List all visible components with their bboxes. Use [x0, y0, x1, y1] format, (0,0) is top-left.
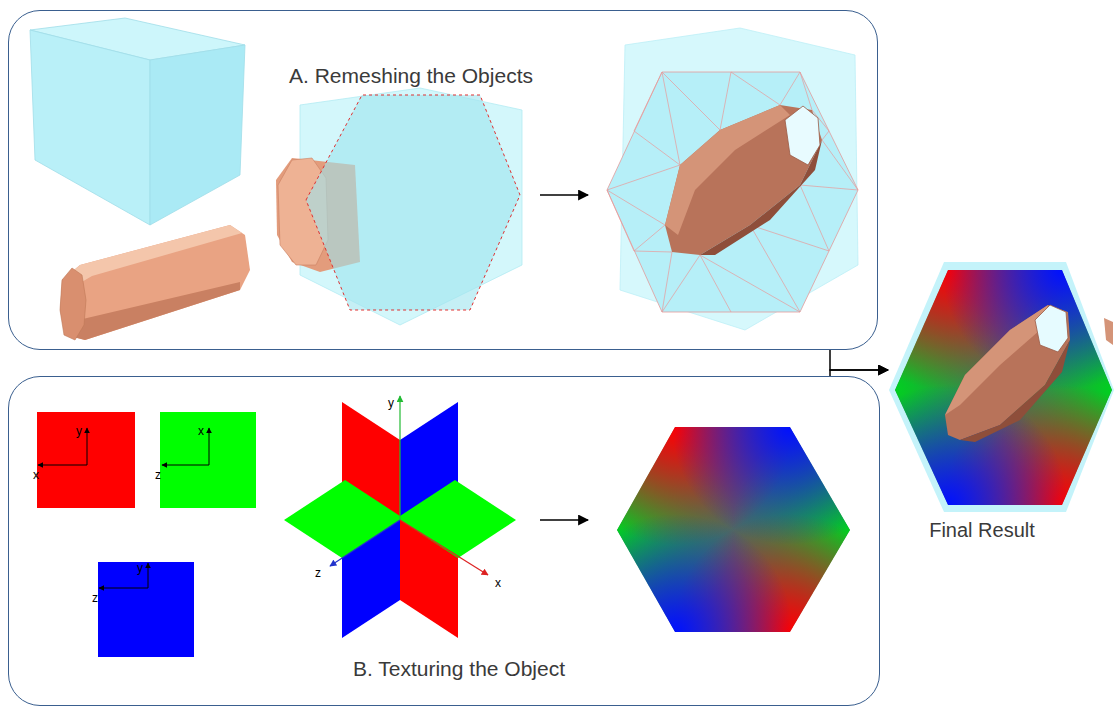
step-arrow	[540, 519, 588, 521]
projection-planes	[342, 520, 400, 638]
section-figure	[276, 88, 522, 325]
remeshed-figure	[750, 225, 829, 251]
axis-arrow	[209, 428, 210, 465]
axis-arrow	[38, 428, 209, 588]
remeshed-figure	[822, 140, 858, 190]
axis-arrow	[162, 465, 209, 466]
projection-planes	[342, 402, 400, 516]
textured-hexagon	[499, 309, 968, 711]
section-figure	[300, 88, 522, 325]
axis-arrow	[38, 465, 87, 466]
axis-arrow	[330, 396, 488, 575]
projection-planes	[400, 402, 458, 516]
cylinder-figure	[60, 225, 250, 340]
remeshed-figure	[665, 105, 822, 255]
remeshed-figure	[607, 28, 858, 330]
cylinder-figure	[62, 225, 242, 290]
axis-label: z	[155, 469, 161, 482]
cylinder-figure	[60, 268, 86, 340]
axis-arrow	[400, 520, 488, 575]
axis-label: x	[33, 469, 39, 482]
remeshed-figure	[634, 251, 672, 252]
remeshed-figure	[785, 106, 820, 165]
axis-arrow	[330, 520, 400, 566]
axis-label: x	[495, 577, 501, 590]
texture-square	[37, 412, 256, 657]
result-figure	[960, 340, 1070, 442]
remeshed-figure	[731, 72, 780, 105]
texture-square	[37, 412, 135, 508]
panel-heading: A. Remeshing the Objects	[289, 63, 533, 88]
result-figure	[1035, 305, 1068, 352]
axis-label: y	[76, 425, 82, 438]
panel-heading: B. Texturing the Object	[353, 656, 565, 681]
texture-square	[98, 562, 194, 657]
remeshed-figure	[607, 190, 665, 225]
remeshed-figure	[607, 190, 634, 251]
panel-box: B. Texturing the Object	[8, 376, 880, 706]
axis-label: y	[137, 562, 143, 575]
remeshed-figure	[720, 72, 731, 130]
cylinder-figure	[66, 282, 240, 340]
axis-label: z	[315, 567, 321, 580]
remeshed-figure	[607, 72, 858, 312]
remeshed-figure	[800, 72, 812, 110]
remeshed-figure	[662, 72, 680, 165]
remeshed-figure	[662, 255, 700, 312]
axis-label: y	[388, 397, 394, 410]
flow-arrow	[830, 370, 888, 376]
textured-hexagon	[672, 309, 908, 545]
result-figure	[1104, 318, 1113, 345]
cube-figure	[30, 30, 150, 225]
remeshed-figure	[607, 165, 680, 190]
cube-figure	[150, 45, 245, 225]
remeshed-figure	[800, 185, 829, 251]
cube-figure	[30, 18, 245, 225]
result-figure	[945, 305, 1070, 442]
remeshed-figure	[800, 185, 858, 190]
remeshed-figure	[607, 72, 858, 312]
cylinder-figure	[60, 225, 250, 340]
remeshed-figure	[780, 72, 800, 105]
step-arrow	[540, 194, 588, 196]
textured-hexagon	[557, 514, 793, 711]
axis-label: z	[92, 592, 98, 605]
axis-arrow	[399, 396, 400, 520]
axis-arrow	[148, 563, 149, 588]
remeshed-figure	[700, 255, 800, 312]
remeshed-figure	[750, 225, 800, 312]
axis-arrow	[99, 588, 148, 589]
remeshed-figure	[634, 131, 680, 165]
remeshed-figure	[634, 72, 662, 131]
flow-arrow	[830, 350, 888, 370]
axis-arrow	[87, 428, 88, 465]
axis-label: x	[198, 425, 204, 438]
section-figure	[306, 95, 520, 310]
remeshed-figure	[662, 72, 720, 130]
remeshed-figure	[634, 225, 665, 251]
panel-box: A. Remeshing the Objects	[8, 10, 878, 350]
remeshed-figure	[822, 131, 829, 140]
texture-square	[160, 412, 256, 508]
remeshed-figure	[662, 252, 672, 312]
remeshed-figure	[700, 255, 731, 312]
result-box: Final Result	[888, 255, 1116, 550]
result-figure	[775, 150, 1119, 625]
result-caption: Final Result	[929, 518, 1035, 542]
